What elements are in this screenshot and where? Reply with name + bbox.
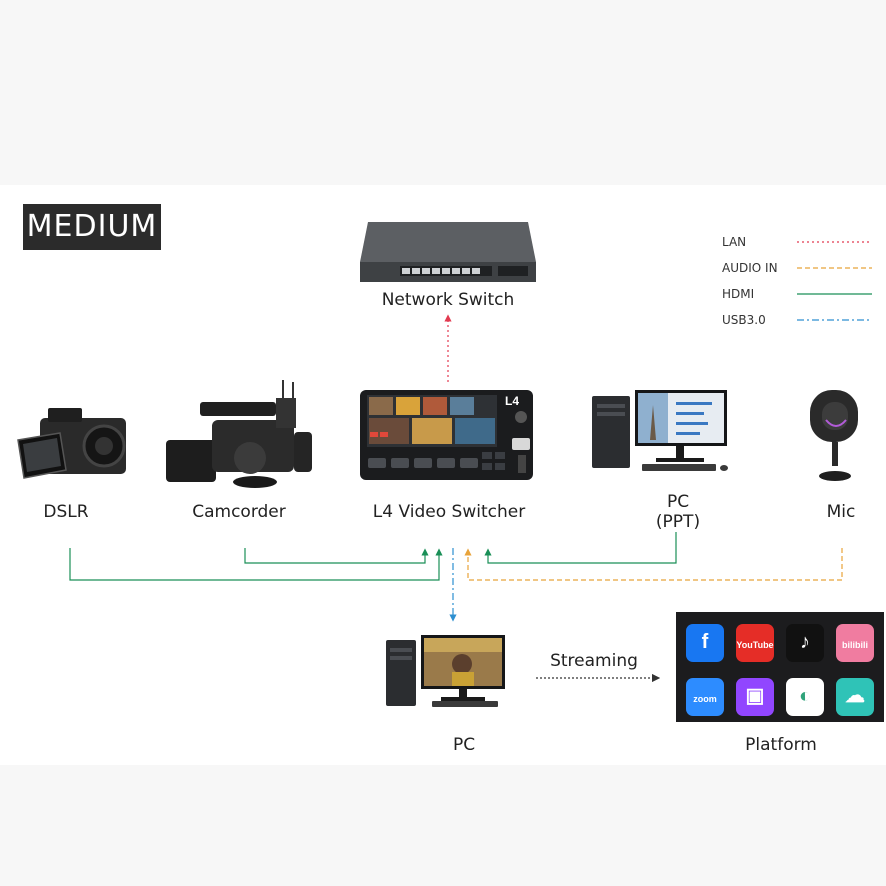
svg-text:♪: ♪ [800,631,810,653]
legend-audio-label: AUDIO IN [722,261,778,275]
svg-text:bilibili: bilibili [842,640,868,650]
svg-text:▣: ▣ [746,685,765,707]
bilibili-icon: bilibili [836,624,874,662]
hdmi-pc-ppt-connection [484,532,677,564]
svg-text:☁: ☁ [845,685,865,707]
network-switch-icon [360,222,536,282]
svg-text:YouTube: YouTube [736,640,773,650]
facebook-icon: f [686,624,724,662]
platform-label: Platform [745,735,817,755]
platform-icon-grid: f YouTube ♪ bilibili zoom ▣ ◐ ☁ [686,624,874,716]
hdmi-camcorder-connection [244,548,429,564]
dslr-camera-icon [17,408,126,479]
dslr-label: DSLR [43,502,89,522]
pc-stream-label: PC [452,735,476,755]
svg-text:◐: ◐ [799,685,811,707]
video-switcher-label: L4 Video Switcher [372,502,526,522]
tiktok-icon: ♪ [786,624,824,662]
streaming-label: Streaming [550,651,638,671]
svg-text:f: f [702,631,709,653]
tier-badge: MEDIUM [23,204,161,250]
network-switch-label: Network Switch [381,290,515,310]
audio-mic-connection [464,548,843,581]
pc-ppt-label: PC [666,492,690,512]
svg-text:zoom: zoom [693,694,717,704]
pc-ppt-icon [592,390,728,471]
stream-app-icon: ◐ [786,678,824,716]
camcorder-label: Camcorder [192,502,286,522]
hdmi-dslr-connection [69,548,443,581]
mic-label: Mic [826,502,856,522]
legend-lan-label: LAN [722,235,747,249]
twitch-icon: ▣ [736,678,774,716]
youtube-icon: YouTube [736,624,774,662]
zoom-icon: zoom [686,678,724,716]
switcher-brand-text: L4 [505,394,519,408]
legend-usb-label: USB3.0 [722,313,766,327]
pc-stream-icon [386,635,505,707]
camcorder-icon [166,380,312,488]
legend-hdmi-label: HDMI [722,287,755,301]
cloud-live-icon: ☁ [836,678,874,716]
pc-ppt-sublabel: (PPT) [655,512,701,532]
microphone-icon [810,390,858,481]
video-switcher-icon: L4 [360,390,533,480]
